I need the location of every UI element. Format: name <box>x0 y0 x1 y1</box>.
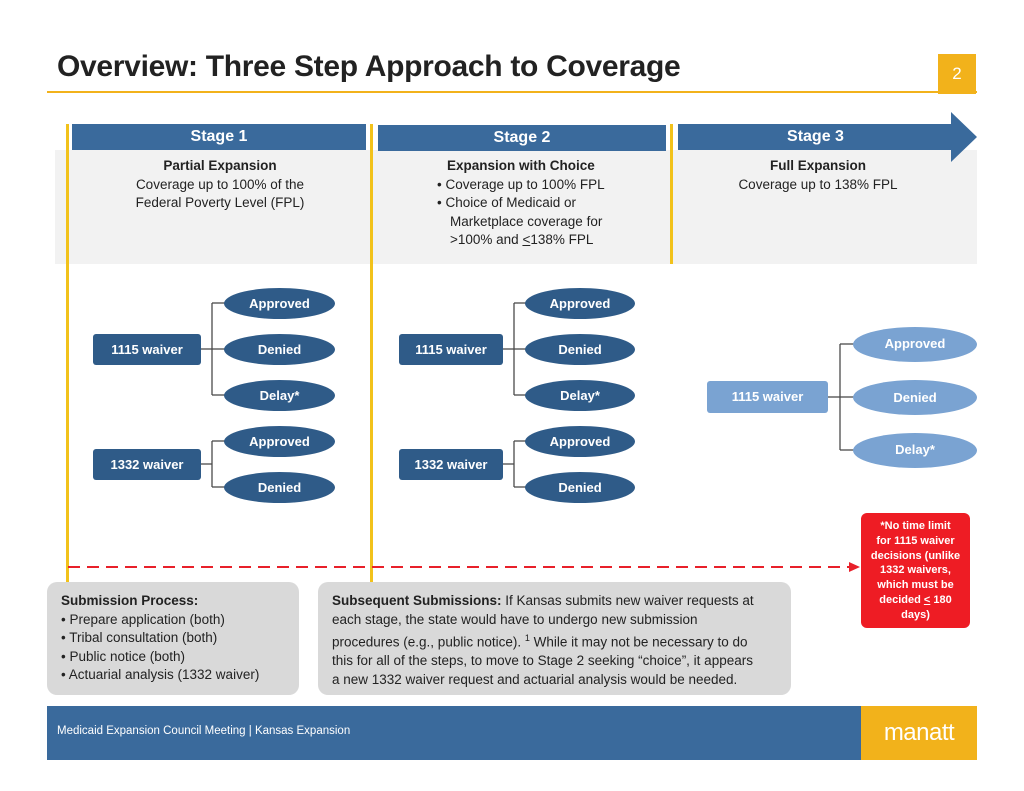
submission-item-text: Tribal consultation (both) <box>69 630 218 646</box>
stage-divider-3 <box>670 124 673 264</box>
submission-item: • Actuarial analysis (1332 waiver) <box>61 667 260 683</box>
page-title: Overview: Three Step Approach to Coverag… <box>57 50 681 83</box>
stage-1-1332-denied: Denied <box>224 472 335 503</box>
stage-2-1115-denied: Denied <box>525 334 635 365</box>
note-text: < <box>923 593 931 606</box>
manatt-logo: manatt <box>861 706 977 760</box>
stage-2-1115-waiver: 1115 waiver <box>399 334 503 365</box>
footer-text: Medicaid Expansion Council Meeting | Kan… <box>57 725 351 737</box>
submission-item: • Prepare application (both) <box>61 611 225 627</box>
note-line: decisions (unlike <box>870 549 961 562</box>
note-line: days) <box>901 608 930 621</box>
note-line: for 1115 waiver <box>876 534 955 547</box>
stage-2-description: Expansion with Choice • Coverage up to 1… <box>437 157 657 250</box>
subsequent-submissions-box: Subsequent Submissions: If Kansas submit… <box>318 582 791 695</box>
stage-2-bullet-cont: >100% and <138% FPL <box>437 231 657 250</box>
stage-2-bullet-text: Coverage up to 100% FPL <box>445 176 605 192</box>
stage-2-1332-waiver: 1332 waiver <box>399 449 503 480</box>
stage-1-line: Federal Poverty Level (FPL) <box>135 195 305 211</box>
stage-3-1115-denied: Denied <box>853 380 977 415</box>
stage-2-text: 138% FPL <box>530 232 594 248</box>
subsequent-line: procedures (e.g., public notice). 1 Whil… <box>332 629 791 652</box>
stage-1-1115-denied: Denied <box>224 334 335 365</box>
stage-2-text: < <box>522 232 531 248</box>
stage-2-bullet-cont: Marketplace coverage for <box>450 213 603 229</box>
note-line: which must be <box>877 579 954 592</box>
stage-2-1115-approved: Approved <box>525 288 635 319</box>
stage-1-1115-waiver: 1115 waiver <box>93 334 201 365</box>
subsequent-text: If Kansas submits new waiver requests at <box>501 593 754 608</box>
subsequent-line: each stage, the state would have to unde… <box>332 611 698 627</box>
stage-1-heading: Partial Expansion <box>163 158 277 173</box>
stage-3-1115-approved: Approved <box>853 327 977 362</box>
time-limit-note: *No time limit for 1115 waiver decisions… <box>861 513 970 628</box>
note-text: decided <box>879 593 924 606</box>
note-line: decided < 180 <box>861 593 970 608</box>
submission-item: • Tribal consultation (both) <box>61 630 218 646</box>
stage-1-header: Stage 1 <box>72 124 366 150</box>
stage-arrow-head <box>951 112 977 162</box>
subsequent-line: this for all of the steps, to move to St… <box>332 653 753 669</box>
submission-process-heading: Submission Process: <box>61 593 199 608</box>
stage-2-text: >100% and <box>450 232 523 248</box>
stage-1-line: Coverage up to 100% of the <box>135 176 305 192</box>
stage-description-panel <box>55 150 977 264</box>
stage-3-1115-delay: Delay* <box>853 433 977 468</box>
stage-2-1332-denied: Denied <box>525 472 635 503</box>
submission-item: • Public notice (both) <box>61 648 186 664</box>
stage-2-bullet: • Choice of Medicaid or <box>437 195 577 211</box>
submission-item-text: Public notice (both) <box>69 648 186 664</box>
footer-bar <box>47 706 861 760</box>
title-divider <box>47 91 977 93</box>
subsequent-line: a new 1332 waiver request and actuarial … <box>332 671 738 687</box>
stage-1-description: Partial Expansion Coverage up to 100% of… <box>100 157 340 213</box>
stage-1-1332-waiver: 1332 waiver <box>93 449 201 480</box>
stage-2-header: Stage 2 <box>378 125 666 151</box>
subsequent-heading: Subsequent Submissions: <box>332 593 502 608</box>
stage-divider-2 <box>370 124 373 691</box>
stage-2-1115-delay: Delay* <box>525 380 635 411</box>
stage-2-1332-approved: Approved <box>525 426 635 457</box>
page-number: 2 <box>938 54 976 94</box>
note-line: 1332 waivers, <box>880 564 951 577</box>
stage-1-1115-delay: Delay* <box>224 380 335 411</box>
stage-3-line: Coverage up to 138% FPL <box>738 176 898 192</box>
stage-2-heading: Expansion with Choice <box>447 158 595 173</box>
stage-3-header: Stage 3 <box>678 124 953 150</box>
subsequent-text: procedures (e.g., public notice). <box>332 634 525 650</box>
stage-2-bullet: • Coverage up to 100% FPL <box>437 176 605 192</box>
stage-3-heading: Full Expansion <box>769 158 866 173</box>
stage-1-1115-approved: Approved <box>224 288 335 319</box>
submission-item-text: Actuarial analysis (1332 waiver) <box>68 667 260 683</box>
submission-item-text: Prepare application (both) <box>69 611 225 627</box>
submission-process-box: Submission Process: • Prepare applicatio… <box>47 582 299 695</box>
stage-divider-1 <box>66 124 69 691</box>
subsequent-line: Subsequent Submissions: If Kansas submit… <box>332 592 791 611</box>
footnote-marker: 1 <box>524 633 530 644</box>
note-line: *No time limit <box>880 520 951 532</box>
stage-2-bullet-text: Choice of Medicaid or <box>445 195 577 211</box>
stage-3-1115-waiver: 1115 waiver <box>707 381 828 413</box>
stage-3-description: Full Expansion Coverage up to 138% FPL <box>718 157 918 194</box>
subsequent-text: While it may not be necessary to do <box>529 634 748 650</box>
stage-1-1332-approved: Approved <box>224 426 335 457</box>
note-text: 180 <box>930 593 952 606</box>
